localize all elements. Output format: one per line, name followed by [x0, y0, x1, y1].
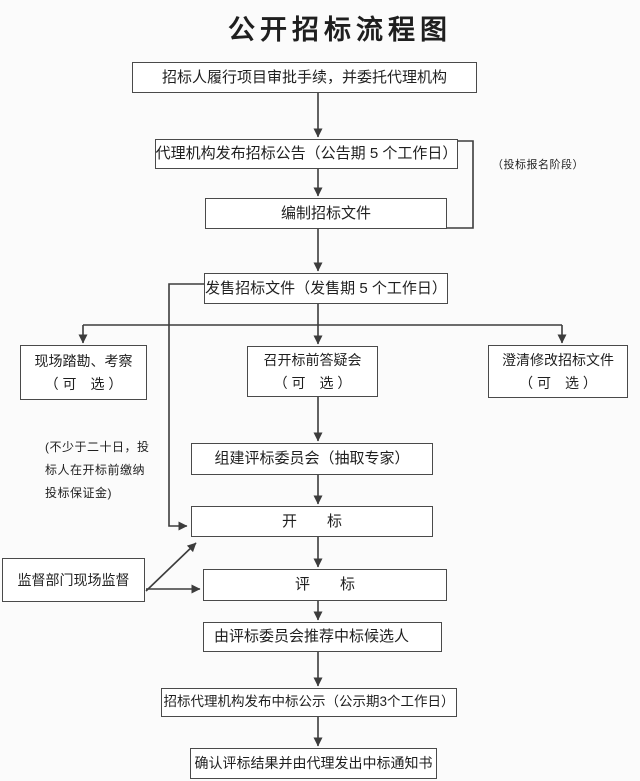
deposit-note: (不少于二十日，投 标人在开标前缴纳 投标保证金): [45, 436, 150, 505]
node-committee-label: 组建评标委员会（抽取专家）: [214, 450, 410, 467]
phase-bracket: [443, 140, 474, 229]
node-prepare-docs: 编制招标文件: [205, 198, 447, 229]
node-confirm-label: 确认评标结果并由代理发出中标通知书: [194, 755, 433, 772]
node-bid-opening: 开 标: [191, 506, 433, 537]
deposit-note-line1: (不少于二十日，投: [45, 440, 150, 454]
node-announce: 代理机构发布招标公告（公告期 5 个工作日）: [155, 139, 458, 169]
node-clarify-line1: 澄清修改招标文件: [502, 352, 614, 369]
node-supervision: 监督部门现场监督: [2, 558, 145, 602]
node-site-visit: 现场踏勘、考察 （ 可 选 ）: [20, 345, 147, 400]
node-publicity-label: 招标代理机构发布中标公示（公示期3个工作日）: [163, 694, 455, 710]
node-approval-label: 招标人履行项目审批手续，并委托代理机构: [161, 68, 447, 86]
node-prepare-docs-label: 编制招标文件: [280, 204, 371, 222]
node-announce-label: 代理机构发布招标公告（公告期 5 个工作日）: [155, 145, 458, 162]
node-bid-opening-label: 开 标: [281, 512, 342, 530]
node-publicity: 招标代理机构发布中标公示（公示期3个工作日）: [161, 688, 457, 717]
node-qa-meeting-line1: 召开标前答疑会: [263, 352, 362, 369]
node-clarify: 澄清修改招标文件 （ 可 选 ）: [488, 345, 628, 398]
page-title: 公开招标流程图: [228, 15, 452, 45]
node-bid-evaluation: 评 标: [203, 569, 447, 601]
node-recommend-label: 由评标委员会推荐中标候选人: [214, 628, 410, 645]
node-clarify-line2: （ 可 选 ）: [519, 374, 597, 391]
node-sell-docs: 发售招标文件（发售期 5 个工作日）: [204, 273, 448, 304]
node-supervision-label: 监督部门现场监督: [17, 571, 130, 588]
deposit-note-line3: 投标保证金): [45, 486, 112, 500]
node-site-visit-line1: 现场踏勘、考察: [34, 353, 133, 370]
node-sell-docs-label: 发售招标文件（发售期 5 个工作日）: [205, 279, 447, 297]
arrow-supervision-opening: [145, 542, 197, 592]
node-committee: 组建评标委员会（抽取专家）: [191, 443, 433, 475]
connector-sell-to-opening: [168, 283, 204, 531]
node-approval: 招标人履行项目审批手续，并委托代理机构: [132, 62, 477, 93]
node-confirm: 确认评标结果并由代理发出中标通知书: [190, 748, 437, 779]
phase-annotation: （投标报名阶段）: [492, 159, 584, 171]
node-recommend: 由评标委员会推荐中标候选人: [203, 622, 442, 652]
node-qa-meeting: 召开标前答疑会 （ 可 选 ）: [247, 346, 378, 397]
node-bid-evaluation-label: 评 标: [294, 576, 355, 593]
node-qa-meeting-line2: （ 可 选 ）: [273, 374, 352, 391]
deposit-note-line2: 标人在开标前缴纳: [45, 463, 146, 477]
node-site-visit-line2: （ 可 选 ）: [44, 375, 123, 392]
